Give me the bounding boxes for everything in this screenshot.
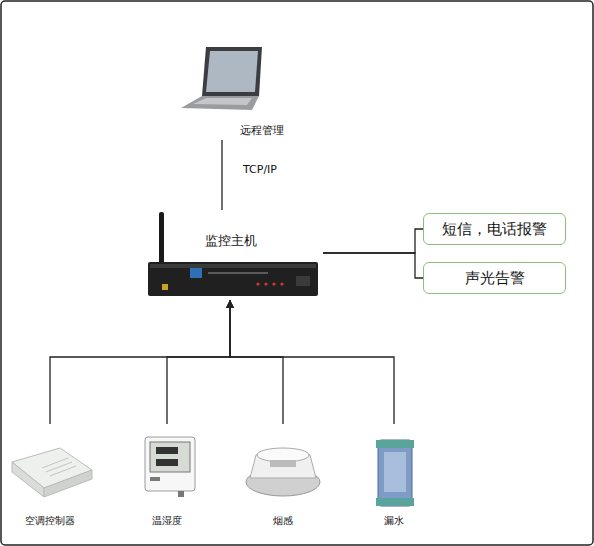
sensor-node: 烟感 (243, 424, 323, 528)
host-node: 监控主机 (145, 210, 323, 300)
connector-line (323, 229, 423, 253)
node-label: 烟感 (243, 514, 323, 528)
host-top-edge (150, 264, 316, 268)
host-print (208, 272, 268, 274)
laptop-node: 远程管理 (178, 44, 303, 140)
laptop-screen-frame (202, 47, 262, 96)
node-label: 漏水 (366, 514, 422, 528)
node-label: 远程管理 (240, 123, 284, 138)
sensor-node: 漏水 (366, 424, 422, 528)
display-digits (156, 447, 178, 454)
alarm-box: 短信，电话报警 (423, 213, 566, 245)
sensor-panel (384, 452, 406, 492)
host-port (296, 276, 310, 286)
controller-vent (50, 466, 76, 476)
host-body (148, 262, 318, 296)
detector-top (257, 448, 309, 462)
node-label: 监控主机 (205, 232, 257, 250)
thermometer-mark (150, 477, 160, 481)
laptop-screen (206, 51, 258, 92)
controller-side (12, 462, 44, 497)
connector-arrow (230, 300, 394, 424)
controller-vent (46, 462, 72, 472)
leak-sensor-illustration (376, 440, 414, 506)
alarm-box: 声光告警 (423, 262, 566, 294)
status-led (264, 282, 267, 285)
thermometer-display (150, 442, 190, 472)
connector-arrow (230, 300, 283, 424)
node-label: 温湿度 (135, 514, 199, 528)
thermometer-illustration (145, 437, 195, 497)
sensor-body (378, 440, 412, 506)
host-sticker (162, 284, 168, 290)
connector-line (221, 140, 222, 210)
status-led (272, 282, 275, 285)
thermometer-body (145, 437, 195, 491)
connector-arrow (50, 300, 230, 424)
display-digits (156, 459, 178, 466)
sensor-terminal (376, 498, 414, 506)
ac-controller-illustration (12, 448, 92, 497)
laptop-illustration (181, 47, 262, 110)
status-led (280, 282, 283, 285)
node-label: 声光告警 (465, 269, 525, 288)
status-led (256, 282, 259, 285)
smoke-detector-illustration (246, 448, 320, 496)
connector-line (323, 253, 423, 278)
laptop-keyboard (193, 98, 252, 105)
laptop-base (181, 96, 259, 110)
sensor-terminal (376, 440, 414, 448)
sensor-node: 温湿度 (135, 424, 199, 528)
node-label: 短信，电话报警 (442, 220, 547, 239)
connector-arrow (167, 300, 230, 424)
host-illustration (148, 212, 318, 296)
antenna (159, 212, 164, 268)
host-logo (190, 268, 202, 278)
edge-label: TCP/IP (243, 163, 277, 176)
controller-front (44, 470, 92, 497)
detector-vent (270, 460, 296, 467)
controller-vent (42, 458, 68, 468)
thermometer-probe (178, 491, 184, 497)
node-label: 空调控制器 (8, 514, 92, 528)
sensor-node: 空调控制器 (8, 424, 92, 528)
